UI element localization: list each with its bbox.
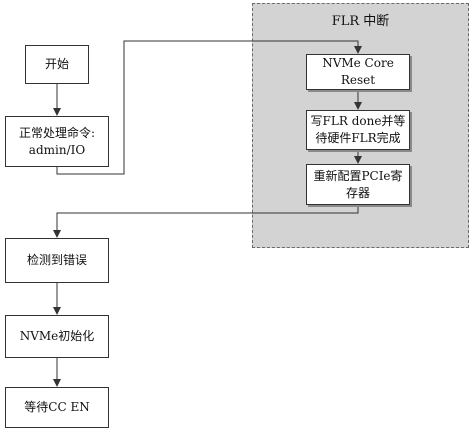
reconfigure-pcie-label-line1: 重新配置PCIe寄 [313, 168, 403, 183]
flr-interrupt-title: FLR 中断 [331, 14, 390, 29]
arrow-normal-to-nvme-reset [56, 40, 362, 175]
nvme-core-reset-node: NVMe Core Reset [306, 54, 410, 90]
reconfigure-pcie-label-line2: 存器 [345, 185, 370, 200]
error-detected-label: 检测到错误 [26, 253, 87, 267]
reconfigure-pcie-node: 重新配置PCIe寄 存器 [306, 164, 410, 205]
error-detected-node: 检测到错误 [5, 238, 109, 283]
arrow-reconfig-to-detect [53, 205, 359, 238]
write-flr-done-node: 写FLR done并等 待硬件FLR完成 [306, 110, 410, 150]
normal-processing-label-line2: admin/IO [28, 142, 86, 157]
start-node: 开始 [25, 45, 89, 84]
nvme-core-reset-label: NVMe Core Reset [322, 56, 394, 87]
start-label-line1: 开始 [44, 57, 69, 71]
write-flr-done-label-line1: 写FLR done并等 [310, 114, 406, 128]
wait-cc-en-label: 等待CC EN [24, 400, 90, 414]
nvme-init-node: NVMe初始化 [5, 315, 109, 358]
wait-cc-en-node: 等待CC EN [5, 387, 109, 428]
normal-processing-label-line1: 正常处理命令: [18, 125, 96, 140]
nvme-init-label: NVMe初始化 [19, 329, 95, 343]
normal-processing-node: 正常处理命令: admin/IO [5, 116, 109, 167]
write-flr-done-label-line2: 待硬件FLR完成 [315, 131, 401, 145]
